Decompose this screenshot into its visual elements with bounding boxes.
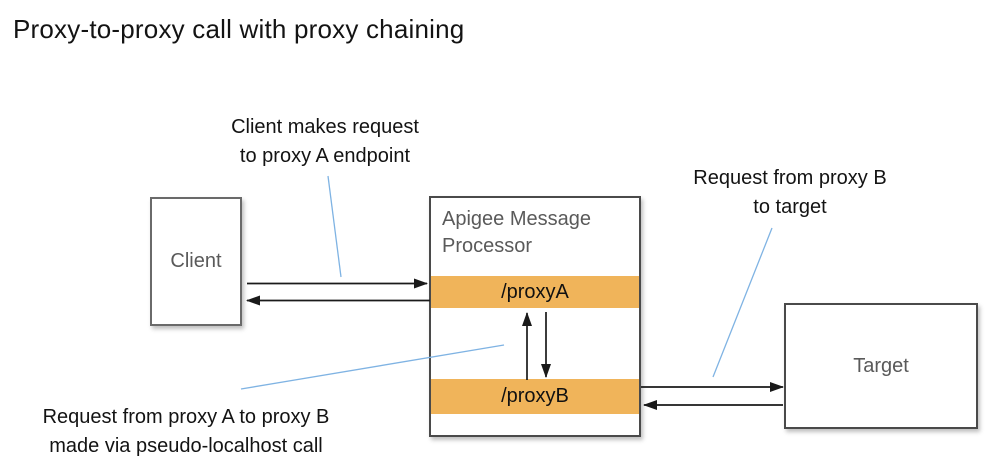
- annotation-proxyb-to-target: Request from proxy B to target: [693, 167, 887, 218]
- annotation-proxya-to-proxyb: Request from proxy A to proxy B made via…: [42, 406, 330, 457]
- client-node: Client: [150, 197, 242, 326]
- proxy-b-endpoint-bar: /proxyB: [431, 379, 639, 414]
- proxy-a-endpoint-bar: /proxyA: [431, 276, 639, 308]
- target-node: Target: [784, 303, 978, 429]
- diagram-title: Proxy-to-proxy call with proxy chaining: [13, 14, 465, 44]
- proxy-a-label: /proxyA: [501, 280, 569, 303]
- apigee-node-label: Apigee Message Processor: [442, 208, 591, 257]
- leader-line-proxyb-to-target: [712, 227, 773, 378]
- proxy-b-label: /proxyB: [501, 385, 569, 407]
- apigee-message-processor-node: Apigee Message Processor /proxyA /proxyB: [429, 196, 641, 437]
- leader-line-client-request: [327, 175, 342, 278]
- target-node-label: Target: [853, 354, 909, 377]
- annotation-client-request: Client makes request to proxy A endpoint: [231, 116, 419, 167]
- client-node-label: Client: [170, 250, 222, 272]
